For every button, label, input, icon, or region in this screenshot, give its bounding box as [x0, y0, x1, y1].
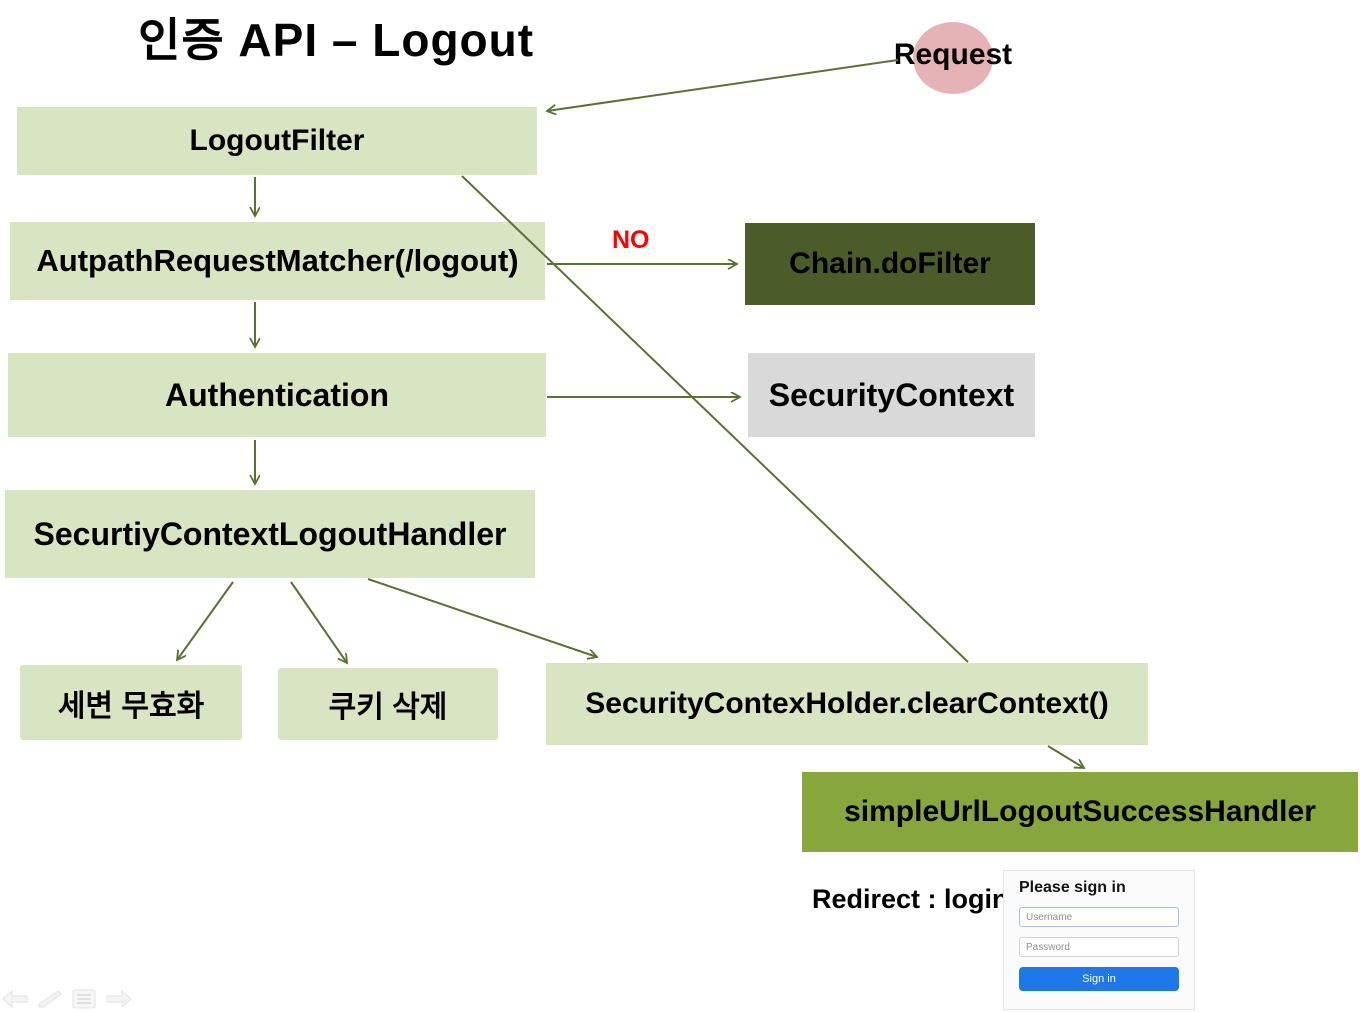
menu-icon[interactable] — [72, 989, 96, 1009]
slideshow-toolbar — [2, 988, 132, 1010]
node-chain-dofilter: Chain.doFilter — [745, 223, 1035, 305]
node-clear-context: SecurityContexHolder.clearContext() — [546, 663, 1148, 745]
pen-icon[interactable] — [38, 990, 62, 1008]
page-title: 인증 API – Logout — [138, 14, 535, 66]
arrow-request-to-logoutfilter — [547, 59, 899, 111]
no-branch-label: NO — [612, 226, 650, 254]
arrow-handler-to-clearcontext — [367, 578, 597, 657]
sign-in-button[interactable]: Sign in — [1019, 967, 1179, 991]
username-input[interactable] — [1019, 907, 1179, 927]
back-arrow-icon[interactable] — [2, 990, 28, 1008]
arrow-handler-to-session-invalidate — [177, 581, 234, 660]
node-authentication: Authentication — [8, 353, 546, 437]
node-antpath-request-matcher: AutpathRequestMatcher(/logout) — [10, 222, 545, 300]
arrow-clearcontext-to-successhandler — [1047, 745, 1084, 768]
login-form-panel: Please sign in Sign in — [1003, 870, 1195, 1010]
redirect-login-label: Redirect : login — [812, 884, 1009, 914]
login-heading: Please sign in — [1019, 879, 1126, 896]
node-logout-filter: LogoutFilter — [17, 107, 537, 175]
node-session-invalidate: 세변 무효화 — [20, 665, 242, 740]
request-label: Request — [893, 38, 1013, 71]
request-circle — [913, 22, 993, 94]
forward-arrow-icon[interactable] — [106, 989, 132, 1009]
node-security-context: SecurityContext — [748, 353, 1035, 437]
password-input[interactable] — [1019, 937, 1179, 957]
node-security-context-logout-handler: SecurtiyContextLogoutHandler — [5, 490, 535, 578]
node-simple-url-logout-success-handler: simpleUrlLogoutSuccessHandler — [802, 772, 1358, 852]
node-cookie-delete: 쿠키 삭제 — [278, 668, 498, 740]
arrow-handler-to-cookie-delete — [290, 581, 347, 663]
